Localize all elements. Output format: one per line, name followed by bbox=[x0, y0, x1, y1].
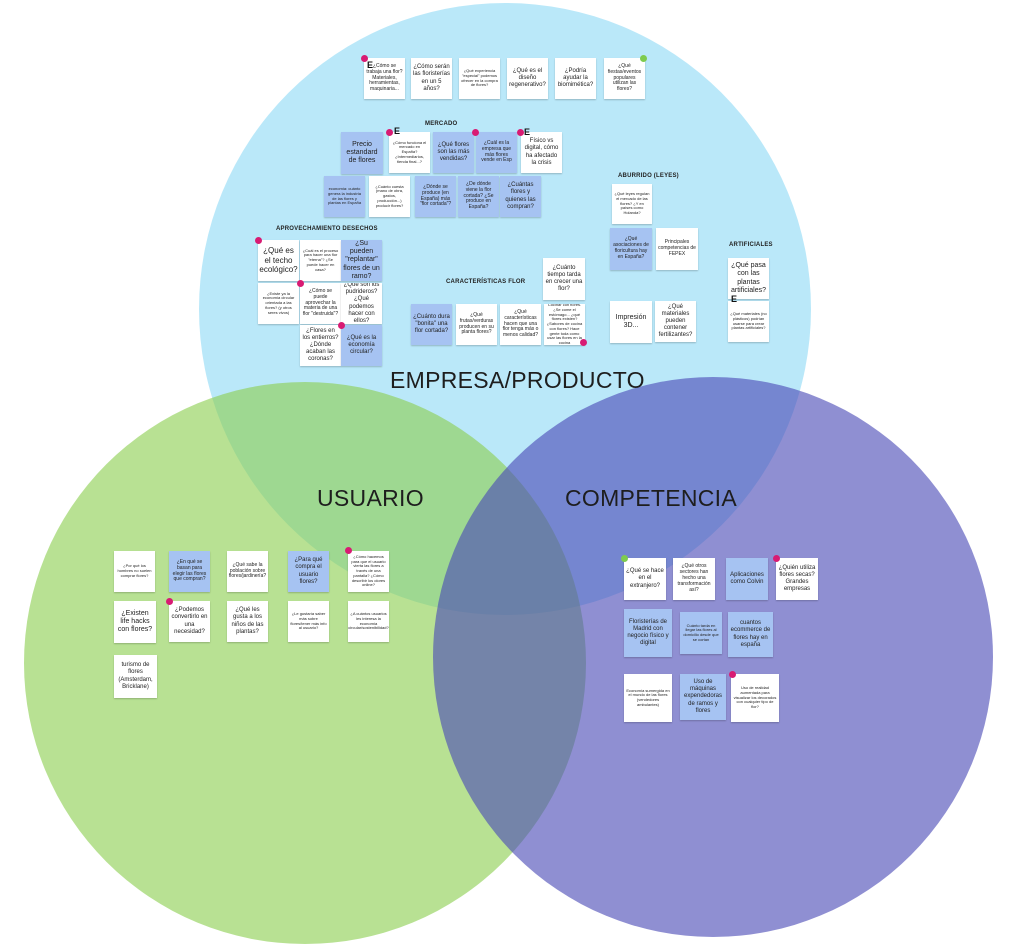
sticky-note[interactable]: ¿En qué se basan para elegir las flores … bbox=[169, 551, 210, 592]
sticky-note[interactable]: ¿Cómo se puede aprovechar la materia de … bbox=[300, 283, 341, 324]
section-label-caracteristicas: CARACTERÍSTICAS FLOR bbox=[446, 279, 526, 285]
sticky-note[interactable]: Economía sumergida en el mundo de las fl… bbox=[624, 674, 672, 722]
green-dot-marker bbox=[621, 555, 628, 562]
sticky-note[interactable]: ¿De dónde viene la flor cortada? ¿Se pro… bbox=[458, 176, 499, 217]
sticky-note[interactable]: ¿Cómo hacemos para que el usuario vierta… bbox=[348, 551, 389, 592]
sticky-note[interactable]: Cocinar con flores. ¿Se come el estómago… bbox=[544, 304, 585, 345]
sticky-note[interactable]: ¿Qué características hacen que una flor … bbox=[500, 304, 541, 345]
sticky-note[interactable]: ¿Cuántas flores y quienes las compran? bbox=[500, 176, 541, 217]
sticky-note[interactable]: ¿Existen life hacks con flores? bbox=[114, 601, 156, 643]
sticky-note[interactable]: ¿Qué es la economía circular? bbox=[341, 325, 382, 366]
pink-dot-marker bbox=[297, 280, 304, 287]
sticky-note[interactable]: ¿Cuánto cuesta (mano de obra, gastos, pr… bbox=[369, 176, 410, 217]
section-label-mercado: MERCADO bbox=[425, 121, 458, 127]
sticky-note[interactable]: ¿Cómo serán las floristerías en un 5 año… bbox=[411, 58, 452, 99]
pink-dot-marker bbox=[386, 129, 393, 136]
pink-dot-marker bbox=[338, 322, 345, 329]
pink-dot-marker bbox=[517, 129, 524, 136]
sticky-note[interactable]: Uso de máquinas expendedoras de ramos y … bbox=[680, 674, 726, 720]
pink-dot-marker bbox=[345, 547, 352, 554]
sticky-note[interactable]: ¿Qué pasa con las plantas artificiales? bbox=[728, 258, 769, 299]
sticky-note[interactable]: ¿Qué flores son las más vendidas? bbox=[433, 132, 474, 173]
competencia-circle bbox=[433, 377, 993, 937]
e-stamp-icon: E bbox=[731, 294, 738, 304]
sticky-note[interactable]: Precio estandard de flores bbox=[341, 132, 383, 174]
section-label-aprovechamiento: APROVECHAMIENTO DESECHOS bbox=[276, 226, 378, 232]
sticky-note[interactable]: ¿Qué frutas/verduras producen en su plan… bbox=[456, 304, 497, 345]
sticky-note[interactable]: ¿Qué sabe la población sobre flores/jard… bbox=[227, 551, 268, 592]
e-stamp-icon: E bbox=[367, 60, 374, 70]
sticky-note[interactable]: ¿Qué les gusta a los niños de las planta… bbox=[227, 601, 268, 642]
sticky-note[interactable]: ¿Qué materiales pueden contener fertiliz… bbox=[655, 301, 696, 342]
competencia-label: COMPETENCIA bbox=[565, 485, 737, 511]
sticky-note[interactable]: ¿Cómo funciona el mercado en España? ¿In… bbox=[389, 132, 430, 173]
sticky-note[interactable]: ¿Quién utiliza flores secas? Grandes emp… bbox=[776, 558, 818, 600]
sticky-note[interactable]: ¿Existe ya la economía circular orientad… bbox=[258, 283, 299, 324]
e-stamp-icon: E bbox=[394, 126, 401, 136]
sticky-note[interactable]: ¿Flores en los entierros? ¿Dónde acaban … bbox=[300, 325, 341, 366]
sticky-note[interactable]: ¿Cuánto dura "bonita" una flor cortada? bbox=[411, 304, 452, 345]
sticky-note[interactable]: ¿Le gustaría saber más sobre flores/tene… bbox=[288, 601, 329, 642]
sticky-note[interactable]: ¿Qué materiales (no plásticos) podrían u… bbox=[728, 301, 769, 342]
green-dot-marker bbox=[640, 55, 647, 62]
sticky-note[interactable]: ¿Cuál es la empresa que más flores vende… bbox=[476, 132, 517, 173]
sticky-note[interactable]: Floristerías de Madrid con negocio físic… bbox=[624, 609, 672, 657]
sticky-note[interactable]: cuantos ecommerce de flores hay en españ… bbox=[728, 612, 773, 657]
pink-dot-marker bbox=[472, 129, 479, 136]
sticky-note[interactable]: Aplicaciones como Colvin bbox=[726, 558, 768, 600]
sticky-note[interactable]: ¿A cuántos usuarios les interesa la econ… bbox=[348, 601, 389, 642]
sticky-note[interactable]: ¿Qué experiencia "especial" podemos ofre… bbox=[459, 58, 500, 99]
sticky-note[interactable]: ¿Cuál es el proceso para hacer una flor … bbox=[300, 240, 341, 281]
sticky-note[interactable]: ¿Por qué los hombres no suelen comprar f… bbox=[114, 551, 155, 592]
sticky-note[interactable]: ¿Qué fiestas/eventos populares utilizan … bbox=[604, 58, 645, 99]
sticky-note[interactable]: turismo de flores (Amsterdam, Bricklane) bbox=[114, 655, 157, 698]
pink-dot-marker bbox=[255, 237, 262, 244]
sticky-note[interactable]: Físico vs digital, cómo ha afectado la c… bbox=[521, 132, 562, 173]
sticky-note[interactable]: ¿Qué otros sectores han hecho una transf… bbox=[673, 558, 715, 600]
sticky-note[interactable]: ¿Su pueden "replantar" flores de un ramo… bbox=[341, 240, 382, 281]
pink-dot-marker bbox=[773, 555, 780, 562]
pink-dot-marker bbox=[361, 55, 368, 62]
sticky-note[interactable]: Principales competencias de FEPEX bbox=[656, 228, 698, 270]
sticky-note[interactable]: Impresión 3D... bbox=[610, 301, 652, 343]
pink-dot-marker bbox=[166, 598, 173, 605]
sticky-note[interactable]: ¿Qué es el techo ecológico? bbox=[258, 240, 299, 281]
sticky-note[interactable]: economía: cuánto genera la industria de … bbox=[324, 176, 365, 217]
sticky-note[interactable]: ¿Qué es el diseño regenerativo? bbox=[507, 58, 548, 99]
sticky-note[interactable]: ¿Podría ayudar la biomimética? bbox=[555, 58, 596, 99]
pink-dot-marker bbox=[580, 339, 587, 346]
usuario-label: USUARIO bbox=[317, 485, 424, 511]
sticky-note[interactable]: ¿Qué se hace en el extranjero? bbox=[624, 558, 666, 600]
sticky-note[interactable]: ¿Podemos convertirlo en una necesidad? bbox=[169, 601, 210, 642]
e-stamp-icon: E bbox=[524, 127, 531, 137]
sticky-note[interactable]: ¿Cómo se trabaja una flor? Materiales, h… bbox=[364, 58, 405, 99]
section-label-artificiales: ARTIFICIALES bbox=[729, 242, 773, 248]
sticky-note[interactable]: ¿Qué asociaciones de floricultura hay en… bbox=[610, 228, 652, 270]
sticky-note[interactable]: ¿Qué son los pudrideros? ¿Qué podemos ha… bbox=[341, 283, 382, 324]
sticky-note[interactable]: ¿Qué leyes regulan el mercado de las flo… bbox=[612, 184, 652, 224]
pink-dot-marker bbox=[729, 671, 736, 678]
empresa-producto-label: EMPRESA/PRODUCTO bbox=[390, 367, 645, 393]
sticky-note[interactable]: ¿Para qué compra el usuario flores? bbox=[288, 551, 329, 592]
sticky-note[interactable]: ¿Cuánto tiempo tarda en crecer una flor? bbox=[543, 258, 585, 300]
sticky-note[interactable]: Uso de realidad aumentada para visualiza… bbox=[731, 674, 779, 722]
section-label-aburrido: ABURRIDO (LEYES) bbox=[618, 173, 679, 179]
sticky-note[interactable]: ¿Dónde se produce (en España) más "flor … bbox=[415, 176, 456, 217]
sticky-note[interactable]: Cuánto tarda en llegar las flores al dom… bbox=[680, 612, 722, 654]
